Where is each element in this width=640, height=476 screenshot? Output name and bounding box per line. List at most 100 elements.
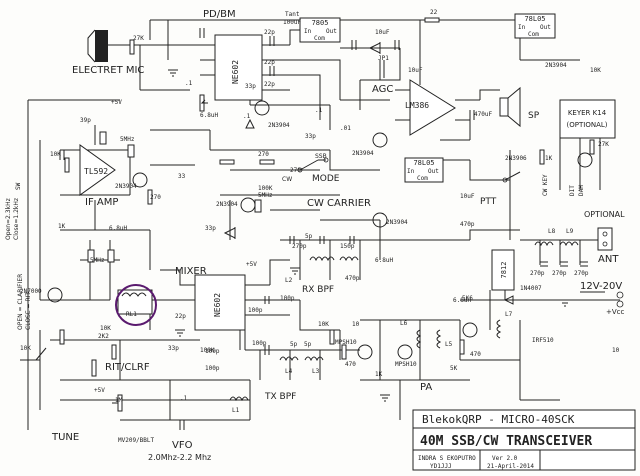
part-r470-a: 470 xyxy=(345,361,356,368)
svg-text:7805: 7805 xyxy=(312,19,329,27)
label-supply: 12V-20V xyxy=(580,281,622,292)
part-c33p-a: 33p xyxy=(245,83,256,90)
svg-text:Out: Out xyxy=(428,168,439,175)
svg-text:LM386: LM386 xyxy=(405,101,429,110)
part-l1: L1 xyxy=(232,407,240,414)
reg-78l05-mid: 78L05 In Out Com xyxy=(404,157,444,183)
ground-symbols xyxy=(168,69,570,402)
part-c470uf: 470uF xyxy=(474,111,492,118)
part-c01: .01 xyxy=(340,125,351,132)
part-q-2n3904-d: 2N3904 xyxy=(216,201,238,208)
label-close-rit: CLOSE = RIT xyxy=(25,292,32,330)
part-plus5v-c: +5V xyxy=(94,387,105,394)
title-date: 21-April-2014 xyxy=(487,463,534,470)
part-c5p-a: 5p xyxy=(305,233,313,240)
part-r1k-c: 1K xyxy=(375,371,383,378)
label-cw: CW xyxy=(282,176,292,183)
title-author: INDRA S EKOPUTRO xyxy=(418,455,476,462)
part-c10uf-a: 10uF xyxy=(375,29,390,36)
reg-7812: 7812 xyxy=(491,249,515,291)
clarifier-switch xyxy=(35,347,47,361)
ic-ne602-mixer: NE602 xyxy=(194,274,246,331)
part-r10k-e: 10K xyxy=(100,325,111,332)
svg-text:NE602: NE602 xyxy=(231,60,240,84)
part-c1-a: .1 xyxy=(185,80,193,87)
part-plus5v-b: +5V xyxy=(246,261,257,268)
svg-text:In: In xyxy=(518,24,526,31)
keyer-box: KEYER K14 (OPTIONAL) xyxy=(559,99,616,139)
part-c1-b: .1 xyxy=(315,107,323,114)
microphone-icon xyxy=(87,29,108,63)
part-ind-6u8-b: 6.8uH xyxy=(375,257,393,264)
part-c270p-b: 270p xyxy=(552,270,567,277)
part-c10uf-c: 10uF xyxy=(460,193,475,200)
wiring xyxy=(20,19,620,430)
label-vcc: +Vcc xyxy=(606,308,625,316)
part-c150p: 150p xyxy=(340,243,355,250)
label-tune: TUNE xyxy=(51,432,79,443)
part-q-2n7000: 2N7000 xyxy=(20,288,42,295)
part-r10-a: 10 xyxy=(352,321,360,328)
part-c100p-e: 100p xyxy=(280,295,295,302)
part-r33: 33 xyxy=(178,173,186,180)
part-c22p-c: 22p xyxy=(264,81,275,88)
part-c470p-b: 470p xyxy=(345,275,360,282)
part-r27k-b: 27K xyxy=(598,141,609,148)
part-c5p-b: 5p xyxy=(290,341,298,348)
svg-text:Com: Com xyxy=(417,175,428,182)
part-l6: L6 xyxy=(400,320,408,327)
part-q-2n3904-c: 2N3904 xyxy=(115,183,137,190)
inductors xyxy=(229,241,579,402)
part-r22: 22 xyxy=(430,9,438,16)
part-c10uf-b: 10uF xyxy=(408,67,423,74)
label-electret-mic: ELECTRET MIC xyxy=(72,65,144,76)
svg-text:KEYER K14: KEYER K14 xyxy=(568,109,607,117)
part-r10k-d: 10K xyxy=(20,345,31,352)
part-c100p-d: 100p xyxy=(205,365,220,372)
part-l5: L5 xyxy=(445,341,453,348)
part-r10k-b: 10K xyxy=(590,67,601,74)
label-optional: OPTIONAL xyxy=(584,210,625,219)
label-tx-bpf: TX BPF xyxy=(264,392,296,402)
title-project: BlekokQRP - MICRO-40SCK xyxy=(422,413,575,426)
label-mode: MODE xyxy=(312,174,340,184)
title-main: 40M SSB/CW TRANSCEIVER xyxy=(420,434,592,449)
ic-tl592: TL592 xyxy=(79,144,116,196)
part-r5k6: 5K6 xyxy=(462,295,473,302)
part-ind-6u8-a: 6.8uH xyxy=(200,112,218,119)
part-r1k-a: 1K xyxy=(58,223,66,230)
part-r100k-a: 100K xyxy=(258,185,273,192)
part-l9: L9 xyxy=(566,228,574,235)
part-sw-label: SW xyxy=(15,182,22,190)
part-c22p-d: 22p xyxy=(175,313,186,320)
label-sp: SP xyxy=(528,111,540,121)
part-r2k2: 2K2 xyxy=(98,333,109,340)
part-plus5v-a: +5V xyxy=(111,99,122,106)
part-c100p-a: 100p xyxy=(248,307,263,314)
part-ind-6u8-d: 6.8uH xyxy=(109,225,127,232)
part-l3: L3 xyxy=(312,368,320,375)
part-r1k-b: 1K xyxy=(545,155,553,162)
svg-text:Out: Out xyxy=(540,24,551,31)
part-q-irf510: IRF510 xyxy=(532,337,554,344)
part-c22p-b: 22p xyxy=(264,59,275,66)
part-c1-c: .1 xyxy=(180,395,188,402)
part-x-5mhz-b: 5MHz xyxy=(90,257,105,264)
part-r1m: 1M xyxy=(115,397,123,404)
part-c33p-b: 33p xyxy=(305,133,316,140)
speaker-icon xyxy=(499,86,521,128)
part-q-2n3904-b: 2N3904 xyxy=(352,150,374,157)
part-l2: L2 xyxy=(285,277,293,284)
part-q-2n3904-f: 2N3904 xyxy=(545,62,567,69)
part-r10k-c: 10K xyxy=(318,321,329,328)
part-q-2n3904-a: 2N3904 xyxy=(268,122,290,129)
label-agc: AGC xyxy=(372,84,393,95)
part-r27k-a: 27K xyxy=(133,35,144,42)
crystals xyxy=(87,131,262,263)
reg-78l05-top: 78L05 In Out Com xyxy=(514,13,556,39)
part-d-1n4007: 1N4007 xyxy=(520,285,542,292)
part-c270p-c: 270p xyxy=(574,270,589,277)
part-tant: Tant xyxy=(285,11,300,18)
relay-rl1 xyxy=(115,284,157,326)
svg-text:NE602: NE602 xyxy=(213,293,222,317)
